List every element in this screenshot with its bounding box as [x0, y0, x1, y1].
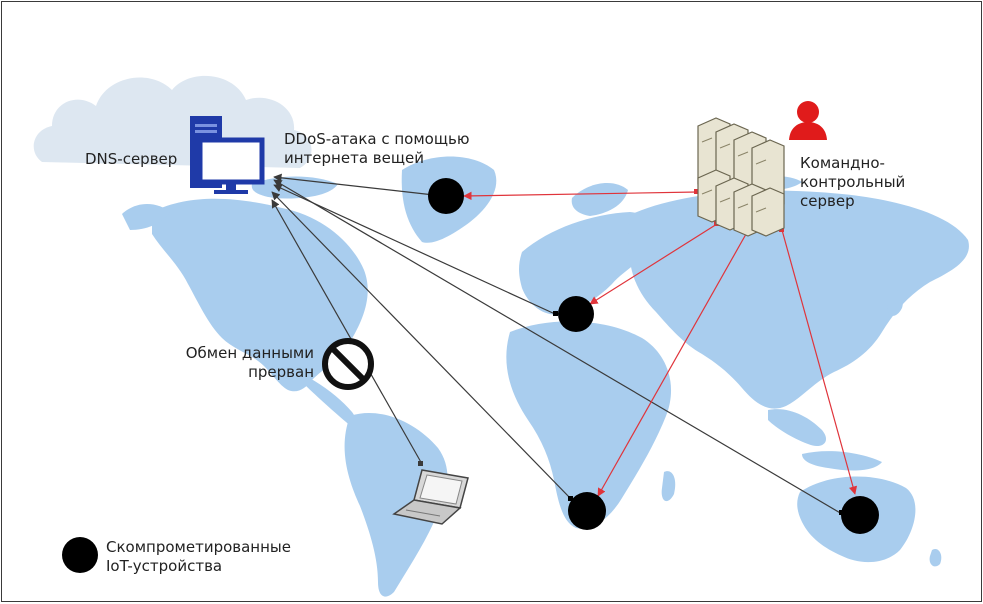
legend-label: Скомпрометированные IoT-устройства [106, 538, 291, 575]
attack-line-south-africa [597, 226, 751, 497]
continent-north-america [152, 198, 368, 392]
traffic-line-south-africa [271, 191, 573, 501]
island-madagascar [661, 471, 676, 502]
attack-line-greenland [463, 191, 698, 201]
iot-device-icon [558, 296, 594, 332]
traffic-line-greenland [273, 173, 435, 196]
continent-europe [519, 212, 656, 315]
attack-lines [463, 191, 858, 497]
continent-africa [506, 321, 672, 529]
exchange-interrupted-label: Обмен данными прерван [185, 344, 314, 381]
region-southeast-asia [768, 409, 827, 447]
region-indonesia [802, 451, 882, 471]
iot-device-icon [428, 178, 464, 214]
laptop-icon [392, 461, 469, 525]
island-new-zealand [929, 548, 942, 567]
continent-south-america [344, 412, 448, 597]
traffic-line-laptop [271, 199, 423, 465]
ddos-attack-label: DDoS-атака с помощью интернета вещей [284, 130, 470, 167]
continent-central-america [302, 374, 356, 426]
legend-device-icon [62, 537, 98, 573]
attacker-person-icon [789, 101, 827, 140]
dns-server-label: DNS-сервер [85, 150, 178, 168]
server-cluster-icon [697, 117, 785, 237]
island-japan [887, 289, 904, 316]
iot-device-icon [568, 492, 606, 530]
traffic-line-australia [273, 179, 843, 515]
traffic-line-europe [273, 184, 556, 315]
dns-server-icon [190, 116, 265, 194]
attack-line-australia [781, 229, 858, 495]
continent-scandinavia [571, 183, 628, 216]
continent-alaska [122, 204, 170, 230]
command-control-label: Командно- контрольный сервер [800, 154, 906, 210]
server-unit-slots [701, 137, 767, 213]
continent-asia [628, 190, 969, 409]
prohibited-icon [322, 338, 374, 390]
traffic-lines [271, 173, 843, 515]
iot-device-icon [841, 496, 879, 534]
iot-devices [428, 178, 879, 534]
server-unit [697, 117, 785, 237]
attack-line-europe [589, 223, 718, 305]
